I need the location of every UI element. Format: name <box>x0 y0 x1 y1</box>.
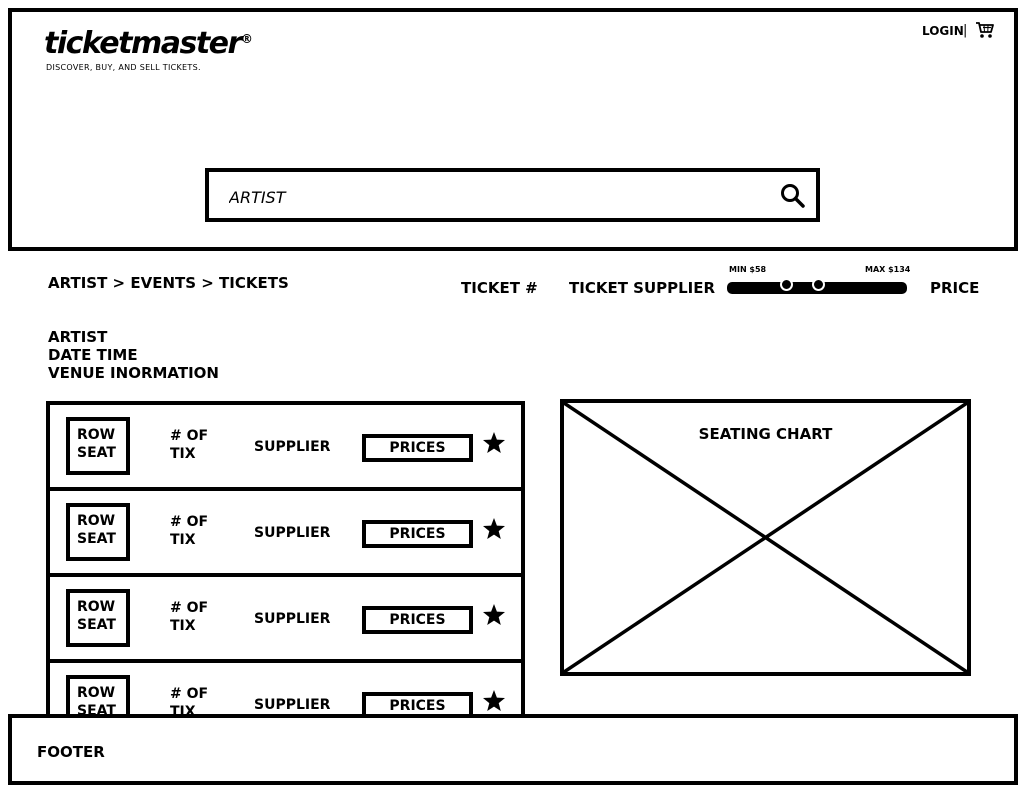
prices-button[interactable]: PRICES <box>362 520 473 548</box>
price-max-label: MAX $134 <box>865 265 911 274</box>
star-icon[interactable] <box>482 431 506 455</box>
event-date-time: DATE TIME <box>48 346 138 364</box>
ticket-supplier: SUPPLIER <box>254 525 331 541</box>
ticket-row[interactable]: ROW SEAT # OF TIX SUPPLIER PRICES <box>50 577 521 663</box>
seat-label: SEAT <box>77 531 116 547</box>
event-artist: ARTIST <box>48 328 108 346</box>
price-max-handle[interactable] <box>812 278 825 291</box>
tagline: DISCOVER, BUY, AND SELL TICKETS. <box>46 63 201 72</box>
footer-label: FOOTER <box>37 743 105 761</box>
row-seat-box: ROW SEAT <box>66 589 130 647</box>
tix-line1: # OF <box>170 600 209 616</box>
row-label: ROW <box>77 685 116 701</box>
tix-line2: TIX <box>170 618 196 634</box>
header-separator: | <box>963 23 968 38</box>
star-icon[interactable] <box>482 517 506 541</box>
star-icon[interactable] <box>482 603 506 627</box>
ticket-list[interactable]: ROW SEAT # OF TIX SUPPLIER PRICES ROW SEAT … <box>46 401 525 731</box>
ticket-quantity: # OF TIX <box>170 513 208 549</box>
prices-button[interactable]: PRICES <box>362 434 473 462</box>
star-icon[interactable] <box>482 689 506 713</box>
tix-line2: TIX <box>170 532 196 548</box>
breadcrumb[interactable]: ARTIST > EVENTS > TICKETS <box>48 274 289 292</box>
filter-ticket-supplier[interactable]: TICKET SUPPLIER <box>569 279 716 297</box>
ticket-row[interactable]: ROW SEAT # OF TIX SUPPLIER PRICES <box>50 405 521 491</box>
seating-chart-label: SEATING CHART <box>698 425 833 443</box>
ticket-quantity: # OF TIX <box>170 427 208 463</box>
ticket-supplier: SUPPLIER <box>254 439 331 455</box>
seating-chart[interactable]: SEATING CHART <box>560 399 971 676</box>
row-label: ROW <box>77 599 116 615</box>
row-seat-box: ROW SEAT <box>66 417 130 475</box>
search-input[interactable] <box>229 184 749 210</box>
tix-line2: TIX <box>170 446 196 462</box>
prices-button[interactable]: PRICES <box>362 606 473 634</box>
ticket-supplier: SUPPLIER <box>254 697 331 713</box>
price-range-slider[interactable] <box>727 278 907 294</box>
seating-chart-placeholder <box>564 403 967 672</box>
login-link[interactable]: LOGIN <box>922 24 964 38</box>
row-label: ROW <box>77 513 116 529</box>
registered-mark: ® <box>240 32 253 46</box>
seat-label: SEAT <box>77 445 116 461</box>
ticket-supplier: SUPPLIER <box>254 611 331 627</box>
search-bar <box>205 168 820 222</box>
tix-line1: # OF <box>170 686 209 702</box>
filter-ticket-count[interactable]: TICKET # <box>461 279 538 297</box>
logo[interactable]: ticketmaster® <box>44 26 253 61</box>
seat-label: SEAT <box>77 617 116 633</box>
price-min-handle[interactable] <box>780 278 793 291</box>
ticket-quantity: # OF TIX <box>170 599 208 635</box>
price-min-label: MIN $58 <box>729 265 767 274</box>
row-label: ROW <box>77 427 116 443</box>
ticket-row[interactable]: ROW SEAT # OF TIX SUPPLIER PRICES <box>50 491 521 577</box>
search-icon[interactable] <box>780 183 806 209</box>
event-venue: VENUE INORMATION <box>48 364 219 382</box>
tix-line1: # OF <box>170 428 209 444</box>
site-footer: FOOTER <box>8 714 1018 785</box>
filter-price[interactable]: PRICE <box>930 279 980 297</box>
logo-text[interactable]: ticketmaster <box>44 26 242 61</box>
tix-line1: # OF <box>170 514 209 530</box>
row-seat-box: ROW SEAT <box>66 503 130 561</box>
cart-icon[interactable] <box>975 21 995 39</box>
